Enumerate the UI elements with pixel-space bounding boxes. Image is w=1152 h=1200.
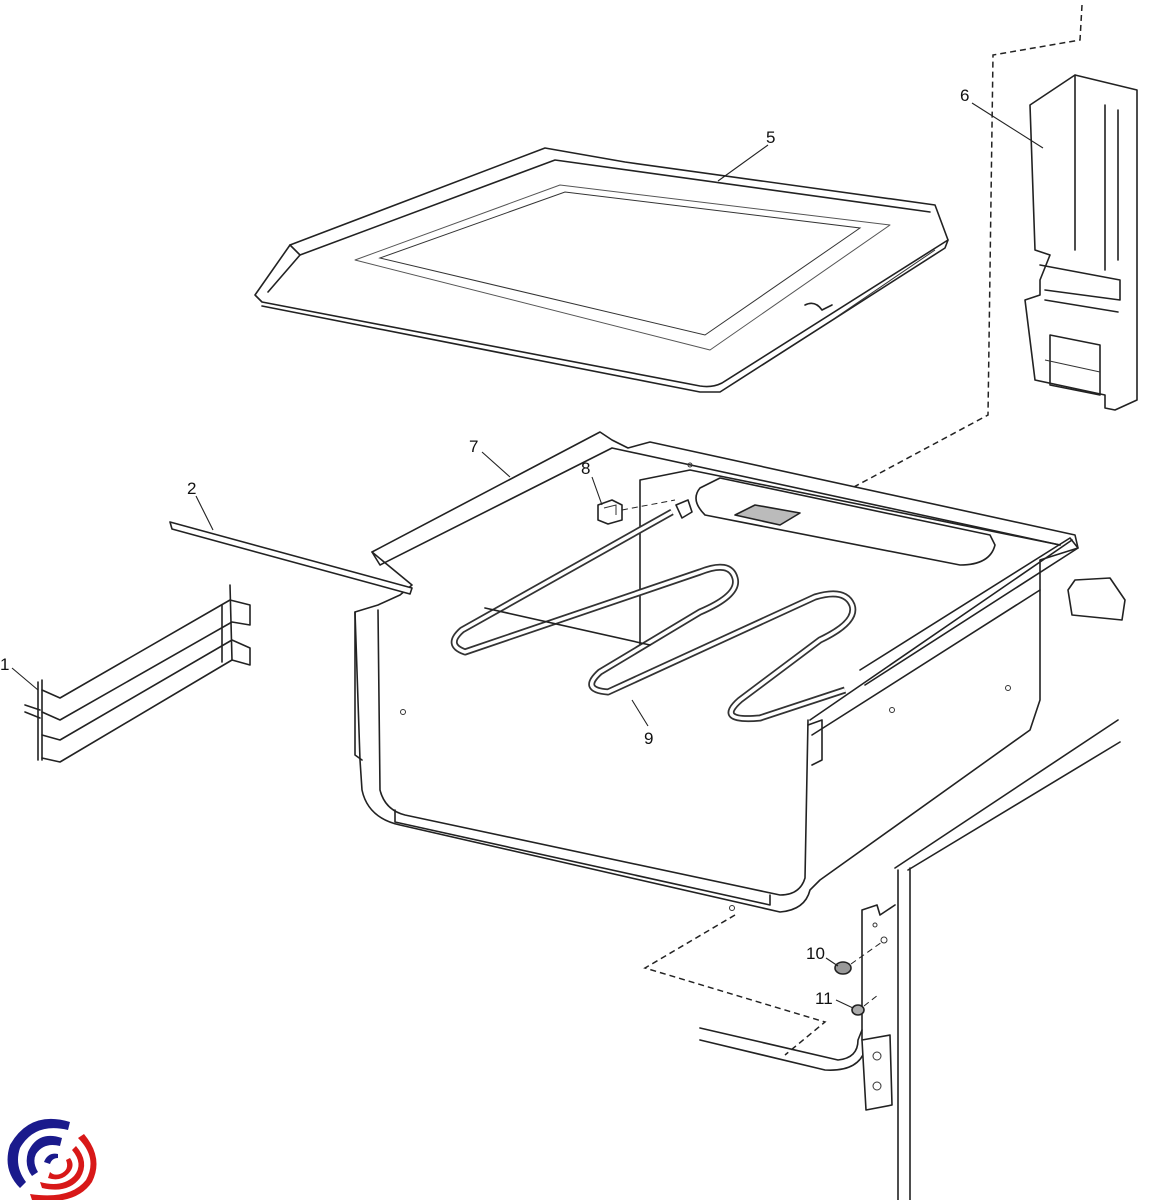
callout-5: 5 xyxy=(766,128,775,147)
part-1-shelf-runner xyxy=(24,584,251,763)
part-8-element-bracket xyxy=(597,499,693,525)
callout-10: 10 xyxy=(806,944,825,963)
callout-6: 6 xyxy=(960,86,969,105)
part-7-oven-cavity xyxy=(354,431,1126,913)
part-9-grill-element xyxy=(450,508,857,723)
callout-1: 1 xyxy=(0,655,9,674)
callout-7: 7 xyxy=(469,437,478,456)
callout-leaders xyxy=(11,102,1044,1009)
callout-9: 9 xyxy=(644,729,653,748)
chassis-side xyxy=(699,719,1121,1200)
callout-11: 11 xyxy=(815,989,833,1008)
part-11-screw xyxy=(851,994,879,1016)
part-2-rod xyxy=(169,521,413,595)
part-10-screw xyxy=(834,941,883,975)
callout-8: 8 xyxy=(581,459,590,478)
part-6-side-panel xyxy=(1024,74,1138,411)
callout-2: 2 xyxy=(187,479,196,498)
assembly-dashed-lines xyxy=(643,4,1083,1056)
brand-logo xyxy=(7,1118,97,1200)
part-5-top-liner xyxy=(254,147,949,393)
